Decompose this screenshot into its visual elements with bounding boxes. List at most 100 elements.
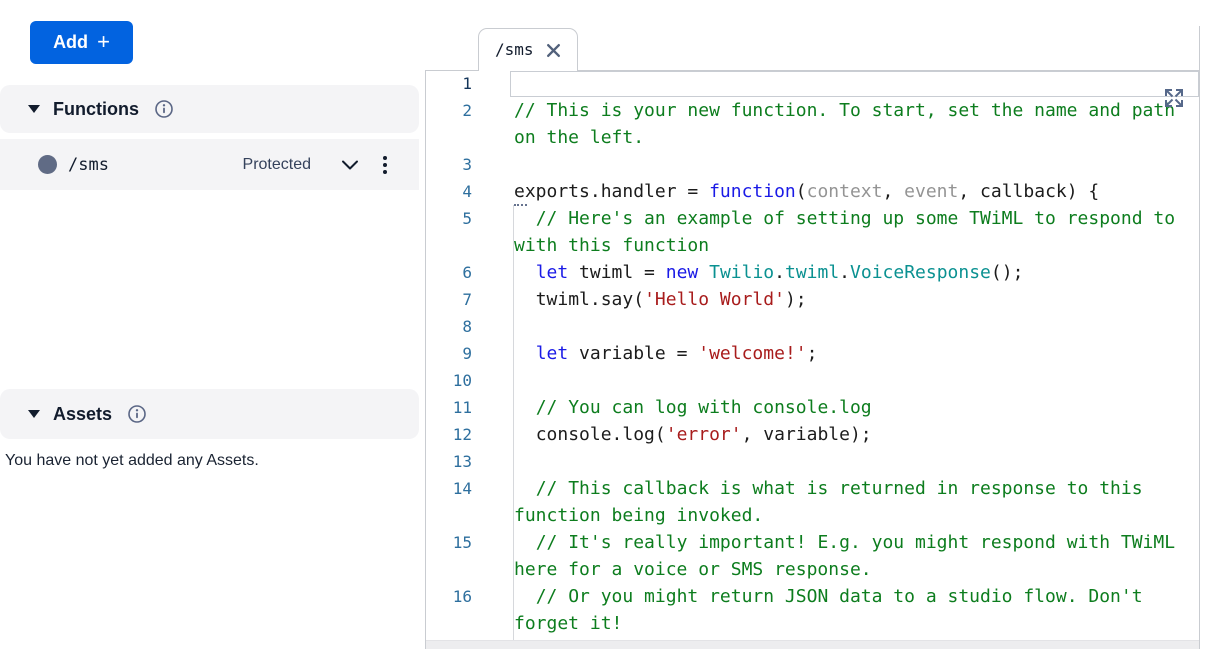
code-line-content[interactable]: [510, 71, 1199, 97]
functions-section-title: Functions: [53, 98, 139, 119]
lint-marker: [514, 201, 527, 206]
code-line-content[interactable]: // Or you might return JSON data to a st…: [510, 583, 1199, 637]
code-line-content[interactable]: exports.handler = function(context, even…: [510, 178, 1199, 206]
assets-empty-message: You have not yet added any Assets.: [5, 452, 259, 469]
code-token: event: [904, 181, 959, 202]
code-token: callback) {: [980, 181, 1100, 202]
code-line[interactable]: 13: [426, 448, 1199, 475]
close-icon[interactable]: [546, 43, 561, 58]
horizontal-scrollbar[interactable]: [426, 640, 1199, 649]
code-token: variable =: [568, 343, 699, 364]
code-line[interactable]: 1: [426, 71, 1199, 97]
code-line-content[interactable]: // This is your new function. To start, …: [510, 97, 1199, 151]
function-status-dot: [38, 155, 57, 174]
line-number: 10: [452, 371, 472, 390]
code-line-content[interactable]: // You can log with console.log: [510, 394, 1199, 421]
code-token: [514, 343, 536, 364]
code-line-content[interactable]: [510, 151, 1199, 178]
code-token: twiml.say(: [514, 289, 645, 310]
kebab-menu-icon[interactable]: [381, 154, 389, 176]
assets-section-header[interactable]: Assets: [0, 389, 419, 439]
code-token: console.log(: [514, 424, 666, 445]
collapse-triangle-icon[interactable]: [28, 410, 40, 418]
code-line-content[interactable]: console.log('error', variable);: [510, 421, 1199, 448]
code-token: // It's really important! E.g. you might…: [514, 532, 1186, 580]
line-number: 14: [452, 479, 472, 498]
code-token: // This callback is what is returned in …: [514, 478, 1154, 526]
code-token: // This is your new function. To start, …: [514, 100, 1186, 148]
code-line[interactable]: 7 twiml.say('Hello World');: [426, 286, 1199, 313]
code-line-content[interactable]: // This callback is what is returned in …: [510, 475, 1199, 529]
line-number: 5: [462, 209, 472, 228]
code-token: );: [784, 289, 807, 310]
code-line[interactable]: 5 // Here's an example of setting up som…: [426, 205, 1199, 259]
code-token: , variable);: [741, 424, 872, 445]
function-name: /sms: [68, 154, 109, 175]
plus-icon: +: [97, 28, 110, 54]
code-line[interactable]: 12 console.log('error', variable);: [426, 421, 1199, 448]
code-scroller[interactable]: 1 2 // This is your new function. To start…: [426, 71, 1199, 641]
line-number: 3: [462, 155, 472, 174]
code-token: ;: [806, 343, 818, 364]
code-token: 'Hello World': [644, 289, 785, 310]
expand-icon[interactable]: [1162, 86, 1186, 110]
code-line-content[interactable]: [510, 313, 1199, 340]
code-line-content[interactable]: // It's really important! E.g. you might…: [510, 529, 1199, 583]
code-token: 'welcome!': [698, 343, 807, 364]
code-token: twiml: [784, 262, 840, 283]
line-number: 2: [462, 101, 472, 120]
line-number: 16: [452, 587, 472, 606]
code-token: // Or you might return JSON data to a st…: [514, 586, 1154, 634]
line-number: 1: [462, 74, 472, 93]
code-token: (: [795, 181, 807, 202]
code-line-content[interactable]: [510, 448, 1199, 475]
code-line-content[interactable]: // Here's an example of setting up some …: [510, 205, 1199, 259]
code-token: ();: [990, 262, 1024, 283]
collapse-triangle-icon[interactable]: [28, 105, 40, 113]
code-token: [698, 262, 709, 283]
function-list-item-sms[interactable]: /sms Protected: [0, 139, 419, 190]
code-token: function: [709, 181, 796, 202]
code-line[interactable]: 9 let variable = 'welcome!';: [426, 340, 1199, 367]
line-number: 8: [462, 317, 472, 336]
code-token: let: [535, 262, 569, 283]
code-line[interactable]: 8: [426, 313, 1199, 340]
code-token: 'error': [665, 424, 742, 445]
code-line[interactable]: 6 let twiml = new Twilio.twiml.VoiceResp…: [426, 259, 1199, 286]
info-icon[interactable]: [127, 404, 147, 424]
add-button[interactable]: Add +: [30, 21, 133, 64]
code-token: new: [665, 262, 699, 283]
code-line[interactable]: 16 // Or you might return JSON data to a…: [426, 583, 1199, 637]
line-number: 6: [462, 263, 472, 282]
assets-section-title: Assets: [53, 403, 113, 424]
visibility-badge: Protected: [242, 155, 311, 173]
code-editor[interactable]: 1 2 // This is your new function. To start…: [425, 70, 1200, 649]
functions-section-header[interactable]: Functions: [0, 85, 419, 133]
indent-guide-line: [513, 205, 514, 641]
line-number: 7: [462, 290, 472, 309]
code-token: ,: [882, 181, 905, 202]
code-line[interactable]: 11 // You can log with console.log: [426, 394, 1199, 421]
code-token: exports.handler =: [514, 181, 710, 202]
chevron-down-icon[interactable]: [339, 156, 361, 174]
code-token: ,: [958, 181, 981, 202]
line-number: 9: [462, 344, 472, 363]
code-line-content[interactable]: [510, 367, 1199, 394]
info-icon[interactable]: [154, 99, 174, 119]
code-line-content[interactable]: twiml.say('Hello World');: [510, 286, 1199, 313]
code-line[interactable]: 15 // It's really important! E.g. you mi…: [426, 529, 1199, 583]
code-token: .: [774, 262, 785, 283]
code-line-content[interactable]: let variable = 'welcome!';: [510, 340, 1199, 367]
code-line-content[interactable]: let twiml = new Twilio.twiml.VoiceRespon…: [510, 259, 1199, 286]
code-token: let: [535, 343, 569, 364]
code-token: // You can log with console.log: [514, 397, 872, 418]
code-line[interactable]: 10: [426, 367, 1199, 394]
code-token: // Here's an example of setting up some …: [514, 208, 1186, 256]
code-line[interactable]: 14 // This callback is what is returned …: [426, 475, 1199, 529]
add-button-label: Add: [53, 32, 89, 52]
code-lines: 1 2 // This is your new function. To start…: [426, 71, 1199, 637]
code-line[interactable]: 2 // This is your new function. To start,…: [426, 97, 1199, 151]
code-line[interactable]: 3: [426, 151, 1199, 178]
tab-sms[interactable]: /sms: [478, 28, 578, 71]
